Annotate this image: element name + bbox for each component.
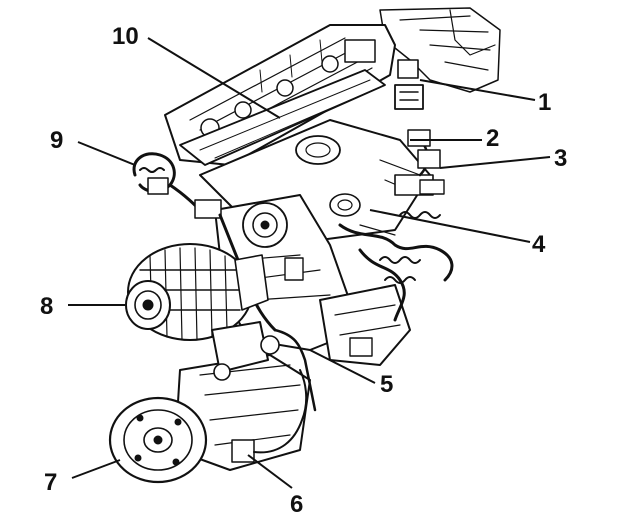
callout-8: 8 [40, 293, 53, 320]
callout-labels: 1 2 3 4 5 6 7 8 9 10 [40, 23, 567, 518]
leader-1 [419, 79, 536, 101]
leader-10 [147, 37, 281, 119]
callout-4: 4 [532, 231, 546, 258]
leader-6 [247, 454, 293, 489]
leader-3 [439, 156, 551, 169]
lower-manifold [319, 284, 411, 366]
alternator [125, 243, 269, 341]
callout-9: 9 [50, 127, 63, 154]
leader-7 [71, 459, 121, 479]
callout-5: 5 [380, 371, 393, 398]
firewall-bracket [379, 7, 501, 93]
leader-9 [77, 141, 136, 166]
callout-1: 1 [538, 89, 551, 116]
leader-5 [309, 349, 376, 384]
mount-bracket [211, 321, 317, 412]
sensors [394, 59, 441, 169]
leader-4 [369, 209, 531, 243]
callout-7: 7 [44, 469, 57, 496]
callout-10: 10 [112, 23, 139, 50]
callout-2: 2 [486, 125, 499, 152]
callout-3: 3 [554, 145, 567, 172]
ac-compressor [108, 354, 311, 484]
ignition-rail [179, 69, 386, 166]
leader-lines [68, 37, 551, 489]
callout-6: 6 [290, 491, 303, 518]
